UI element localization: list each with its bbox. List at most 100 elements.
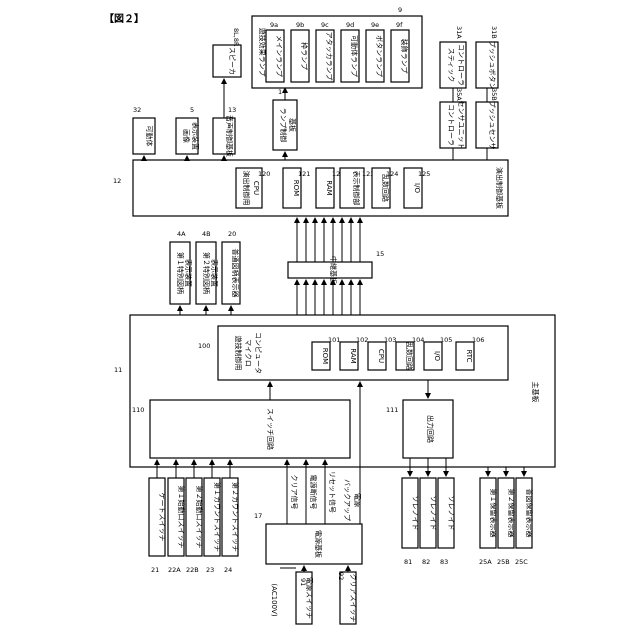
relay-board-ref: 15: [376, 250, 384, 258]
backup-label-1: バックアップ: [343, 479, 351, 521]
lamp-frame-label: 枠ランプ: [300, 42, 309, 70]
rtc-label: RTC: [465, 349, 473, 362]
rng1-ref: 104: [412, 336, 424, 344]
gate-switch-ref: 21: [151, 566, 159, 574]
movable-label: 可動体: [145, 126, 154, 147]
disp4b-ref: 4B: [202, 230, 211, 238]
push-sensor-label: プッシュセンサ: [488, 101, 496, 150]
switch-circuit-box: [150, 400, 350, 458]
lamp-9e-ref: 9e: [371, 21, 379, 29]
cpu2-label-2: CPU: [252, 181, 260, 195]
normal-hold-label: 普図保留表示器: [525, 489, 534, 538]
lamp-movable-label: 可動体ランプ: [350, 35, 359, 77]
switch-circuit-label: スイッチ回路: [266, 408, 275, 450]
lamp-9c-ref: 9c: [321, 21, 329, 29]
rng1-label: 乱数回路: [405, 342, 414, 370]
power-off-signal-label: 電源断信号: [309, 475, 318, 510]
count2-switch-label: 第２カウントスイッチ: [231, 482, 240, 552]
backup-label-2: 電源: [353, 493, 362, 507]
power-board-ref: 17: [254, 512, 262, 520]
cpu2-label-1: 演出制御用: [242, 171, 251, 206]
disp20-label: 普通図柄表示器: [231, 249, 240, 298]
hold1-ref: 25A: [479, 558, 492, 566]
solenoid-82-ref: 82: [422, 558, 430, 566]
io2-ref: 125: [418, 170, 430, 178]
micro-label-3: コンピュータ: [254, 332, 263, 374]
clear-switch-ref: 92: [337, 572, 345, 580]
bus-arrows-upper: [297, 218, 360, 262]
lamp-9b-ref: 9b: [296, 21, 304, 29]
count1-switch-ref: 23: [206, 566, 214, 574]
disp4a-label-2: 表示装置: [184, 259, 193, 287]
ac-label: (AC100V): [270, 583, 278, 616]
lamp-9a-ref: 9a: [270, 21, 278, 29]
rtc-ref: 106: [472, 336, 484, 344]
lamps-ref: 9: [398, 6, 402, 14]
output-circuit-label: 出力回路: [426, 415, 435, 443]
controller-sensor-label-2: センサユニット: [457, 101, 465, 150]
speaker-ref: 8L,8R: [232, 28, 240, 47]
solenoid-81-ref: 81: [404, 558, 412, 566]
output-circuit-ref: 111: [386, 406, 398, 414]
main-board-ref: 11: [114, 366, 122, 374]
stick-controller-label-2: コントローラ: [457, 44, 465, 86]
push-button-label: プッシュボタン: [488, 41, 497, 90]
display-ctrl-label: 表示制御部: [352, 171, 361, 206]
solenoid-83-label: ソレノイド: [447, 496, 455, 531]
disp4a-label-1: 第１特別図柄: [176, 252, 185, 294]
rng2-label: 乱数回路: [381, 174, 390, 202]
micro-label-1: 遊技制御用: [234, 336, 243, 371]
disp20-ref: 20: [228, 230, 236, 238]
lamp-main-label: メインランプ: [275, 35, 283, 77]
main-board-label: 主基板: [531, 382, 540, 403]
normal-hold-ref: 25C: [515, 558, 528, 566]
lamp-9f-ref: 9f: [396, 21, 403, 29]
cpu1-ref: 103: [384, 336, 396, 344]
lamp-board-label-2: 基板: [288, 118, 297, 132]
lamp-9d-ref: 9d: [346, 21, 354, 29]
image-display-label-2: 表示装置: [191, 122, 200, 150]
cpu1-label: CPU: [377, 349, 385, 363]
disp4b-label-1: 第２特別図柄: [202, 252, 211, 294]
hold2-label: 第２保留表示器: [507, 489, 516, 538]
lamp-attack-label: アタッカランプ: [325, 32, 334, 81]
solenoid-81-label: ソレノイド: [411, 496, 419, 531]
figure-label: 【図２】: [104, 12, 144, 25]
sound-board-ref: 13: [228, 106, 236, 114]
controller-sensor-ref: 35A: [455, 88, 463, 101]
cpu2-ref: 120: [258, 170, 270, 178]
micro-ref: 100: [198, 342, 210, 350]
lamp-deco-label: 装飾ランプ: [400, 39, 409, 74]
start1-switch-label: 第１始動口スイッチ: [177, 486, 186, 549]
speaker-label: スピーカ: [228, 47, 236, 75]
micro-label-2: マイクロ: [244, 339, 252, 367]
image-display-label-1: 画像: [182, 129, 191, 143]
power-board-box: [266, 524, 362, 564]
rng2-ref: 124: [386, 170, 398, 178]
push-sensor-ref: 35B: [490, 88, 498, 101]
rom2-ref: 121: [298, 170, 310, 178]
sound-board-label: 音声制御基板: [225, 115, 234, 157]
ram1-ref: 102: [356, 336, 368, 344]
gate-switch-label: ゲートスイッチ: [158, 493, 167, 542]
hold2-ref: 25B: [497, 558, 510, 566]
controller-sensor-label-1: コントローラ: [447, 104, 455, 146]
solenoid-83-ref: 83: [440, 558, 448, 566]
start2-switch-label: 第２始動口スイッチ: [195, 486, 204, 549]
power-switch-ref: 91: [299, 578, 307, 586]
push-button-ref: 31B: [490, 26, 498, 39]
disp4b-label-2: 表示装置: [210, 259, 219, 287]
switch-circuit-ref: 110: [132, 406, 144, 414]
io1-ref: 105: [440, 336, 452, 344]
effect-board-label: 演出制御基板: [495, 167, 504, 209]
movable-ref: 32: [133, 106, 141, 114]
start1-switch-ref: 22A: [168, 566, 181, 574]
hold1-label: 第１保留表示器: [489, 489, 498, 538]
bus-arrows-lower: [297, 280, 360, 315]
lamp-board-label-1: ランプ制御: [279, 108, 288, 143]
ram2-label: RAM: [325, 180, 333, 195]
disp4a-ref: 4A: [177, 230, 186, 238]
reset-signal-label: リセット信号: [328, 471, 337, 513]
lamp-button-label: ボタンランプ: [375, 35, 384, 77]
